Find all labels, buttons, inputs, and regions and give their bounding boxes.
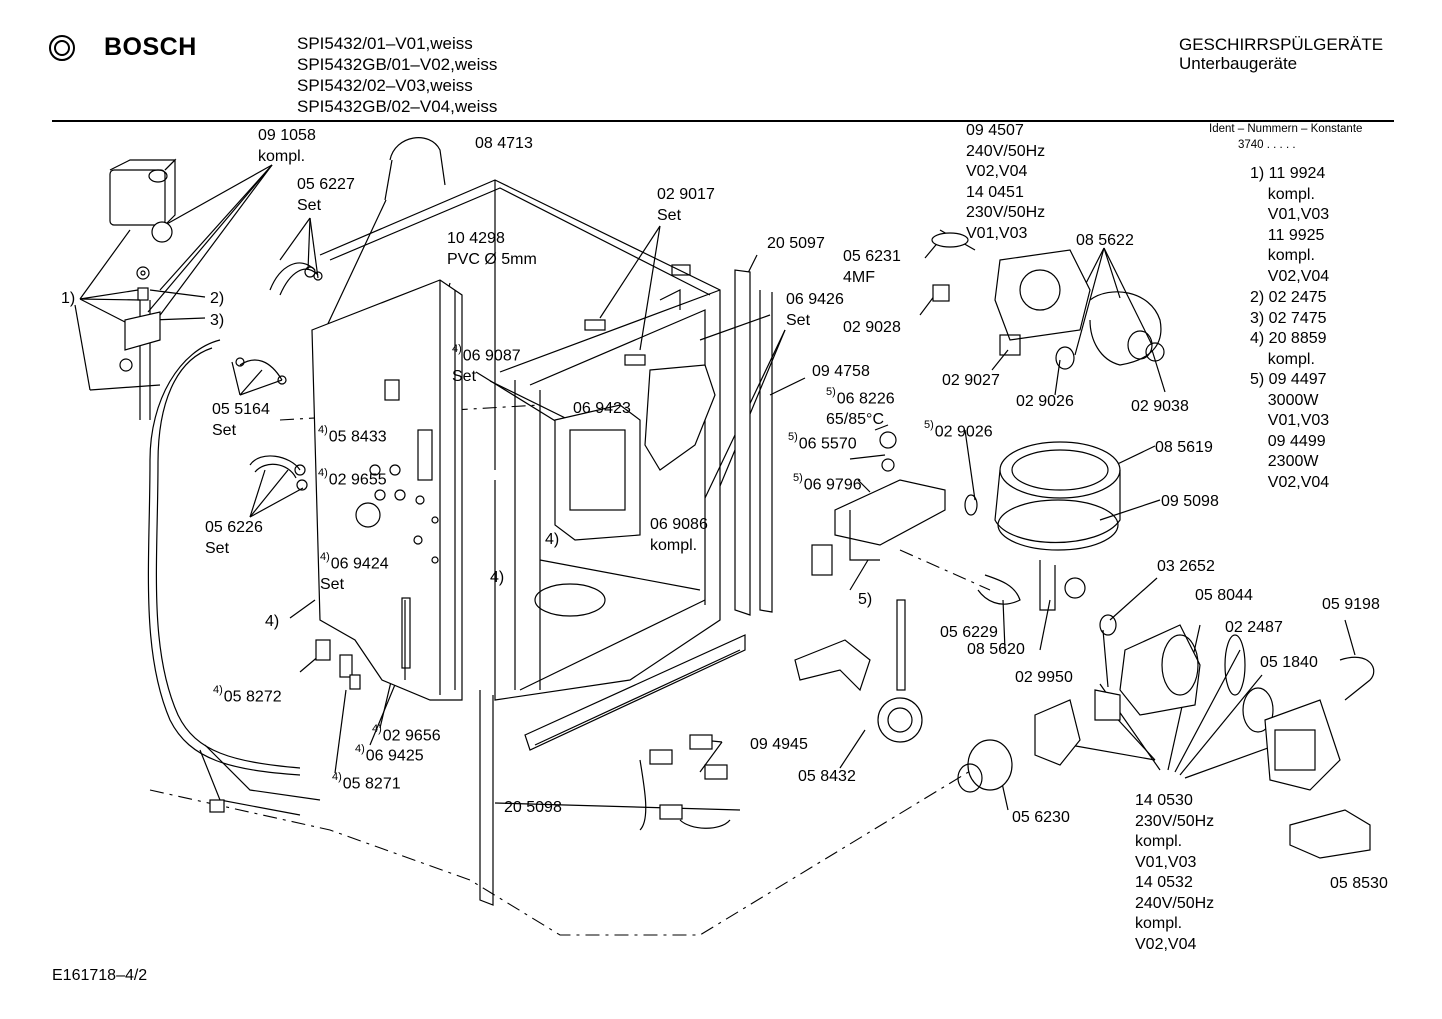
header-rule	[52, 120, 1394, 122]
part-label: 4)05 8272	[213, 684, 282, 706]
inlet-valve	[109, 158, 177, 372]
category-title: GESCHIRRSPÜLGERÄTE	[1179, 35, 1384, 54]
part-label: 08 5620	[967, 641, 1025, 658]
leader-lines	[74, 164, 1356, 811]
part-label: 09 1058 kompl.	[258, 127, 316, 165]
part-label: 02 9027	[942, 372, 1000, 389]
model-line-3: SPI5432/02–V03,weiss	[297, 76, 473, 95]
part-label: 4)	[545, 531, 560, 548]
part-label: 4)05 8271	[332, 771, 401, 793]
side-panel	[311, 279, 463, 701]
part-label: 02 9028	[843, 319, 901, 336]
part-label: 08 5622	[1076, 232, 1134, 249]
part-label: 20 5098	[504, 799, 562, 816]
footnote-3: 3) 02 7475	[1250, 310, 1327, 327]
footnote-5: 5) 09 4497 3000W V01,V03 09 4499 2300W V…	[1250, 371, 1330, 491]
part-label: 05 9198	[1322, 596, 1380, 613]
part-label: 09 5098	[1161, 493, 1219, 510]
footnote-4: 4) 20 8859 kompl.	[1250, 330, 1327, 368]
sump	[977, 441, 1121, 636]
part-label: 05 8432	[798, 768, 856, 785]
part-label: 05 5164 Set	[212, 401, 270, 439]
part-label: 02 9038	[1131, 398, 1189, 415]
circulation-pump	[931, 229, 1165, 370]
brand-name: BOSCH	[104, 33, 197, 61]
model-line-4: SPI5432GB/02–V04,weiss	[297, 97, 498, 116]
part-label: 4)06 9424 Set	[320, 551, 389, 593]
part-label: 09 4758	[812, 363, 870, 380]
drain-pump	[957, 624, 1375, 859]
part-label: 09 4945	[750, 736, 808, 753]
bottom-rails	[479, 634, 746, 906]
part-label: 05 6229	[940, 624, 998, 641]
part-label: 4)02 9655	[318, 467, 387, 489]
part-label: 1)	[61, 290, 76, 307]
document-code: E161718–4/2	[52, 967, 148, 984]
door-seal	[699, 269, 773, 616]
cabinet-frame	[319, 179, 721, 701]
footnote-1: 1) 11 9924 kompl. V01,V03 11 9925 kompl.…	[1250, 165, 1330, 285]
part-label: 5)	[858, 591, 873, 608]
part-label: 14 0530 230V/50Hz kompl. V01,V03 14 0532…	[1135, 792, 1215, 953]
part-label: 02 2487	[1225, 619, 1283, 636]
part-label: 3)	[210, 312, 225, 329]
part-label: 5)02 9026	[924, 419, 993, 441]
ident-value: 3740 . . . . .	[1238, 139, 1296, 151]
part-label: 4)06 9425	[355, 743, 424, 765]
dispenser	[554, 354, 716, 541]
wire-harness	[639, 734, 731, 831]
part-label: 05 6227 Set	[297, 176, 355, 214]
part-label: 02 9950	[1015, 669, 1073, 686]
part-label: 03 2652	[1157, 558, 1215, 575]
part-label: 06 9426 Set	[786, 291, 844, 329]
part-label: 05 1840	[1260, 654, 1318, 671]
heater-assembly	[811, 431, 978, 576]
part-label: 5)06 8226 65/85°C	[826, 386, 895, 428]
model-line-1: SPI5432/01–V01,weiss	[297, 34, 473, 53]
part-label: 2)	[210, 290, 225, 307]
part-label: 02 9017 Set	[657, 186, 715, 224]
part-label: 05 6226 Set	[205, 519, 263, 557]
part-label: 08 4713	[475, 135, 533, 152]
subcategory-title: Unterbaugeräte	[1179, 54, 1298, 73]
part-label: 05 8044	[1195, 587, 1253, 604]
part-label: 05 6231 4MF	[843, 248, 901, 286]
footnote-2: 2) 02 2475	[1250, 289, 1327, 306]
part-label: 4)	[265, 613, 280, 630]
part-label: 20 5097	[767, 235, 825, 252]
model-line-2: SPI5432GB/01–V02,weiss	[297, 55, 498, 74]
part-label: 4)05 8433	[318, 424, 387, 446]
bosch-logo-icon	[49, 35, 75, 61]
part-label: 05 6230	[1012, 809, 1070, 826]
small-parts	[235, 137, 446, 690]
part-label: 4)	[490, 569, 505, 586]
part-label: 08 5619	[1155, 439, 1213, 456]
part-label: 02 9026	[1016, 393, 1074, 410]
part-label: 4)02 9656	[372, 723, 441, 745]
part-label: 05 8530	[1330, 875, 1388, 892]
part-label: 10 4298 PVC Ø 5mm	[447, 230, 537, 268]
part-label: 5)06 9796	[793, 472, 862, 494]
part-label: 06 9423	[573, 400, 631, 417]
part-label: 06 9086 kompl.	[650, 516, 708, 554]
ident-title: Ident – Nummern – Konstante	[1209, 123, 1363, 135]
part-label: 4)06 9087 Set	[452, 343, 521, 385]
part-label: 5)06 5570	[788, 431, 857, 453]
pressure-switch	[794, 599, 923, 743]
part-label: 09 4507 240V/50Hz V02,V04 14 0451 230V/5…	[966, 122, 1046, 242]
